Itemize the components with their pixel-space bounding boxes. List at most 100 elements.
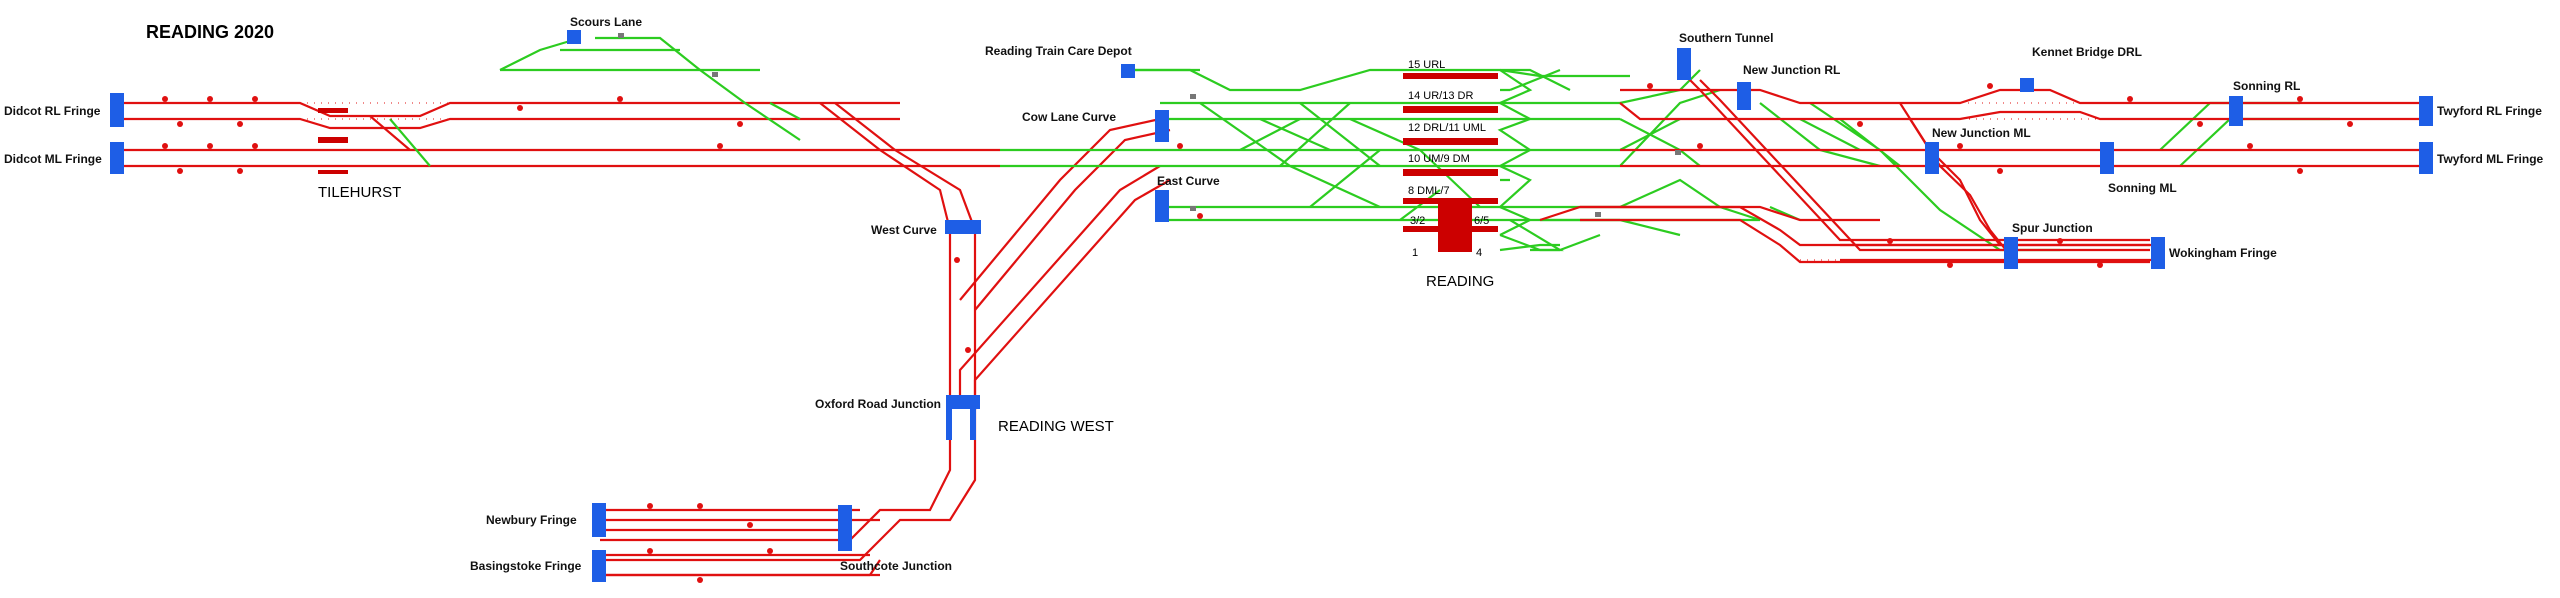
platform-10-9 [1403,169,1498,176]
track-cow-lane-to-west-2 [974,128,1171,311]
platform-label-8: 8 DML/7 [1408,185,1450,197]
tilehurst-label: TILEHURST [318,184,401,201]
platform-label-12: 12 DRL/11 UML [1408,122,1486,134]
east-curve-berth [1155,190,1169,222]
tilehurst-platform-3 [318,170,348,174]
reading-west-label: READING WEST [998,418,1114,435]
throat-depot-east [1499,68,1630,78]
platform-label-3: 3/2 [1410,215,1425,227]
spur-junction-berth [2004,237,2018,269]
train-care-depot-label: Reading Train Care Depot [985,44,1132,58]
diagram-title: READING 2020 [146,22,274,42]
didcot-rl-fringe-berth [110,93,124,127]
sonning-rl-berth [2229,96,2243,126]
track-east-platform-exit-2 [1539,205,1720,222]
kennet-bridge-berth [2020,78,2034,92]
throat-p1-east [1499,243,1560,252]
train-care-depot [1121,64,1200,211]
throat-platform-fan-w [1497,69,1533,236]
wokingham-fringe-label: Wokingham Fringe [2169,246,2277,260]
reading-label: READING [1426,273,1494,290]
twyford-rl-fringe-berth [2419,96,2433,126]
throat-crossovers-west-2 [1239,102,1441,221]
throat-p1-west [1499,233,1560,252]
crossover-tilehurst [369,115,411,151]
location-labels: Didcot RL Fringe Didcot ML Fringe Twyfor… [4,15,2544,573]
sonning-ml-label: Sonning ML [2108,181,2177,195]
southern-tunnel-berth [1677,48,1691,80]
reading-west-lines [600,102,1171,577]
basingstoke-fringe-berth [592,550,606,582]
twyford-rl-fringe-label: Twyford RL Fringe [2437,104,2542,118]
throat-crossovers-west [1199,102,1481,209]
western-main-lines [118,101,1000,174]
signals [162,83,2353,583]
scours-siding-2 [595,36,701,71]
oxford-road-junction-label: Oxford Road Junction [815,397,941,411]
track-basingstoke-join [869,559,881,576]
platform-label-4: 4 [1476,247,1482,259]
reading-station-platforms: 15 URL 14 UR/13 DR 12 DRL/11 UML 10 UM/9… [1403,59,1498,259]
scours-lane-berth [567,30,581,44]
kennet-bridge-drl-label: Kennet Bridge DRL [2032,45,2142,59]
platform-label-6: 6/5 [1474,215,1489,227]
scours-connection-2 [769,102,801,120]
crossover-tilehurst-2 [389,118,431,167]
southcote-junction-label: Southcote Junction [840,559,952,573]
oxford-road-platform-b [970,400,976,440]
scours-fan [499,36,581,71]
platform-14-13 [1403,106,1498,113]
oxford-road-platform-a [946,400,952,440]
twyford-ml-fringe-berth [2419,142,2433,174]
platform-8-7 [1403,198,1498,204]
track-spur-link [1899,102,2001,246]
tilehurst-platform-1 [318,108,348,113]
scours-connection [699,69,801,141]
newbury-fringe-berth [592,503,606,537]
west-curve-berth [945,220,981,234]
throat-platform-ends-w [1509,68,1564,252]
throat-sonning-links [2159,101,2330,167]
southern-tunnel-label: Southern Tunnel [1679,31,1773,45]
platform-12-11 [1403,138,1498,145]
eastern-main-lines [1539,69,2420,264]
depot-berth [1121,64,1135,78]
platform-label-14: 14 UR/13 DR [1408,90,1473,102]
tilehurst-platform-2 [318,137,348,143]
new-junction-rl-berth [1737,82,1751,110]
throat-east-1-end [1559,233,1601,252]
wokingham-fringe-berth [2151,237,2165,269]
sonning-ml-berth [2100,142,2114,174]
platform-label-15: 15 URL [1408,59,1445,71]
sonning-rl-label: Sonning RL [2233,79,2300,93]
scours-lane-sidings [499,30,801,141]
southcote-junction-berth [838,505,852,551]
track-cow-lane-to-west [959,117,1161,301]
twyford-ml-fringe-label: Twyford ML Fringe [2437,152,2544,166]
basingstoke-fringe-label: Basingstoke Fringe [470,559,582,573]
track-rl-up-east [1620,88,2420,105]
cow-lane-curve-berth [1155,110,1169,142]
platform-label-1: 1 [1412,247,1418,259]
didcot-ml-fringe-berth [110,142,124,174]
track-newbury-1 [600,519,851,532]
east-curve-label: East Curve [1157,174,1220,188]
cow-lane-curve-label: Cow Lane Curve [1022,110,1116,124]
didcot-ml-fringe-label: Didcot ML Fringe [4,152,102,166]
track-west-curve-down [600,102,952,542]
new-junction-ml-berth [1925,142,1939,174]
track-reading-west-chord-1 [958,165,1161,400]
track-reading-west-chord-2 [973,179,1171,410]
new-junction-rl-label: New Junction RL [1743,63,1840,77]
didcot-rl-fringe-label: Didcot RL Fringe [4,104,101,118]
west-curve-label: West Curve [871,223,937,237]
platform-3-2-6-5 [1403,226,1498,232]
spur-junction-label: Spur Junction [2012,221,2093,235]
track-west-curve-up [600,102,977,562]
platform-label-10: 10 UM/9 DM [1408,153,1470,165]
berth-markers [110,48,2433,582]
track-rl-down-west [118,117,900,130]
track-wokingham-2 [1580,218,2150,264]
scours-lane-label: Scours Lane [570,15,642,29]
